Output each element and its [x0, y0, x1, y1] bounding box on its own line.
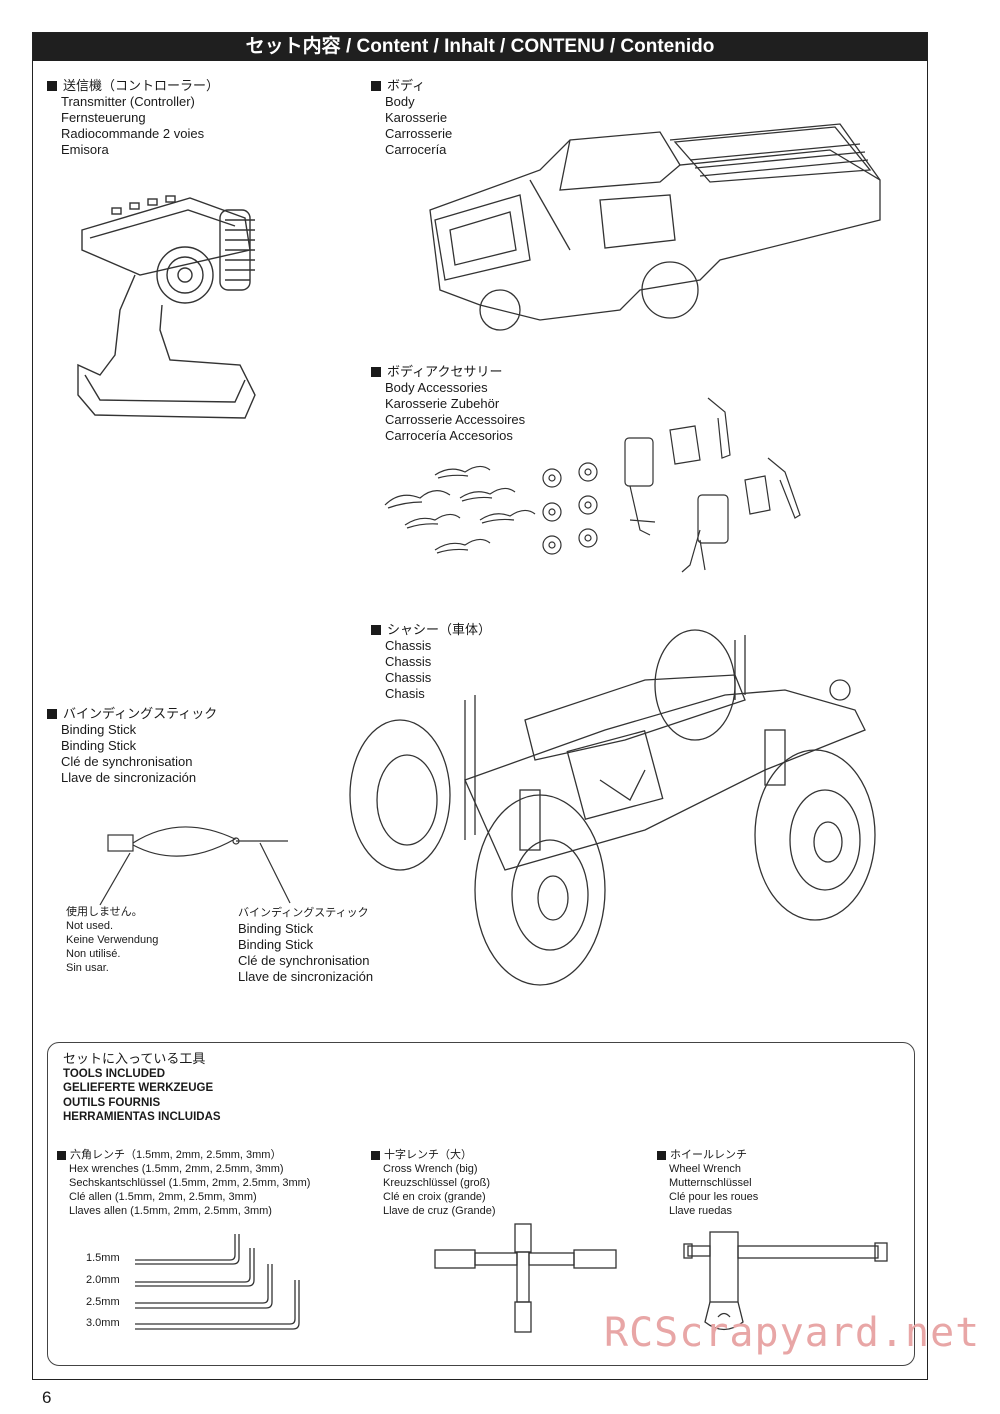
watermark: RCScrapyard.net — [604, 1310, 981, 1356]
hex-size-label: 2.5mm — [86, 1296, 120, 1308]
page-number: 6 — [42, 1388, 52, 1407]
bullet-square-icon — [47, 81, 57, 91]
hex-size-label: 2.0mm — [86, 1274, 120, 1286]
tools-box — [47, 1042, 915, 1366]
tools-header: セットに入っている工具 TOOLS INCLUDED GELIEFERTE WE… — [63, 1051, 221, 1123]
body-section: ボディ Body Karosserie Carrosserie Carrocer… — [371, 78, 452, 158]
bullet-square-icon — [371, 625, 381, 635]
binding-stick-note: バインディングスティック Binding Stick Binding Stick… — [238, 907, 374, 984]
page-title: セット内容 / Content / Inhalt / CONTENU / Con… — [33, 33, 927, 61]
chassis-illustration — [349, 629, 876, 986]
bullet-square-icon — [657, 1150, 666, 1160]
hex-wrenches-illustration — [135, 1234, 300, 1330]
bullet-square-icon — [47, 709, 57, 719]
bullet-square-icon — [371, 1150, 380, 1160]
wheel-wrench-section: ホイールレンチ Wheel Wrench Mutternschlüssel Cl… — [657, 1148, 758, 1218]
not-used-note: 使用しません。 Not used. Keine Verwendung Non u… — [66, 906, 159, 974]
chassis-section: シャシー（車体） Chassis Chassis Chassis Chasis — [371, 622, 491, 702]
bullet-square-icon — [371, 81, 381, 91]
bullet-square-icon — [371, 367, 381, 377]
truck-body-illustration — [429, 123, 881, 331]
transmitter-illustration — [77, 195, 256, 419]
binding-stick-illustration — [99, 826, 291, 906]
transmitter-section: 送信機（コントローラー） Transmitter (Controller) Fe… — [47, 78, 219, 158]
wheel-wrench-illustration — [683, 1231, 888, 1331]
cross-wrench-illustration — [434, 1223, 617, 1333]
bullet-square-icon — [57, 1150, 66, 1160]
hex-size-label: 3.0mm — [86, 1317, 120, 1329]
body-accessories-illustration — [384, 397, 801, 573]
hex-wrench-section: 六角レンチ（1.5mm, 2mm, 2.5mm, 3mm） Hex wrench… — [57, 1148, 310, 1218]
hex-size-label: 1.5mm — [86, 1252, 120, 1264]
cross-wrench-section: 十字レンチ（大） Cross Wrench (big) Kreuzschlüss… — [371, 1148, 496, 1218]
body-accessories-section: ボディアクセサリー Body Accessories Karosserie Zu… — [371, 364, 525, 444]
binding-stick-section: バインディングスティック Binding Stick Binding Stick… — [47, 706, 217, 786]
content-frame — [32, 32, 928, 1380]
